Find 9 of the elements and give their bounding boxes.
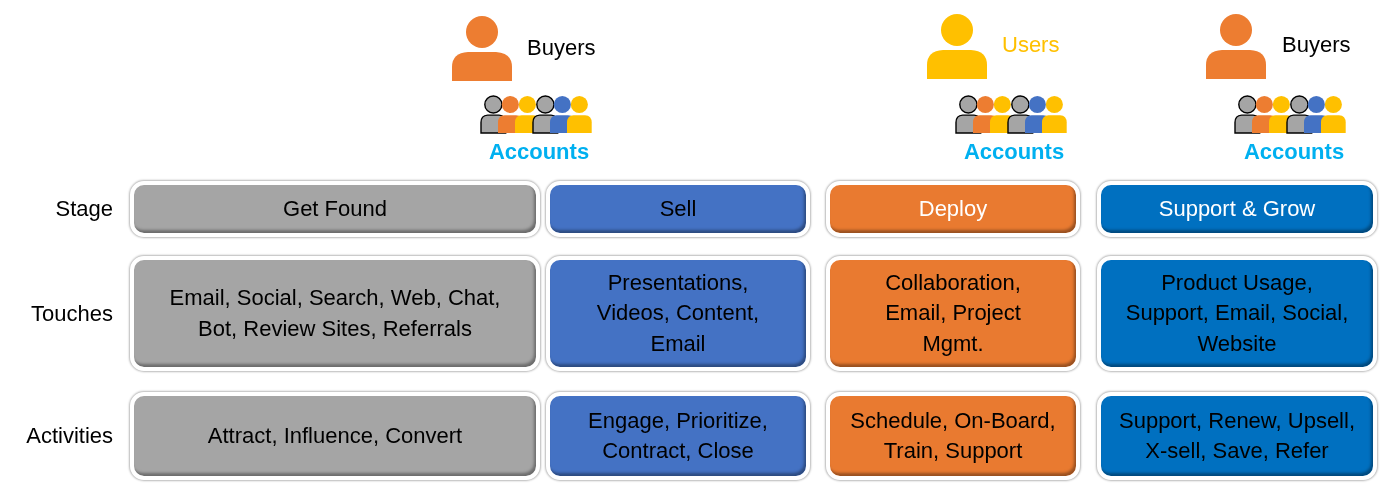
accounts-label: Accounts [488,139,590,166]
row-label: Stage [55,196,113,223]
role-label: Buyers [1282,32,1351,59]
row-label: Touches [31,301,113,328]
accounts-label: Accounts [1243,139,1345,166]
role-label: Buyers [527,35,596,62]
role-label: Users [1002,32,1060,59]
row-label: Activities [26,423,113,450]
accounts-label: Accounts [963,139,1065,166]
